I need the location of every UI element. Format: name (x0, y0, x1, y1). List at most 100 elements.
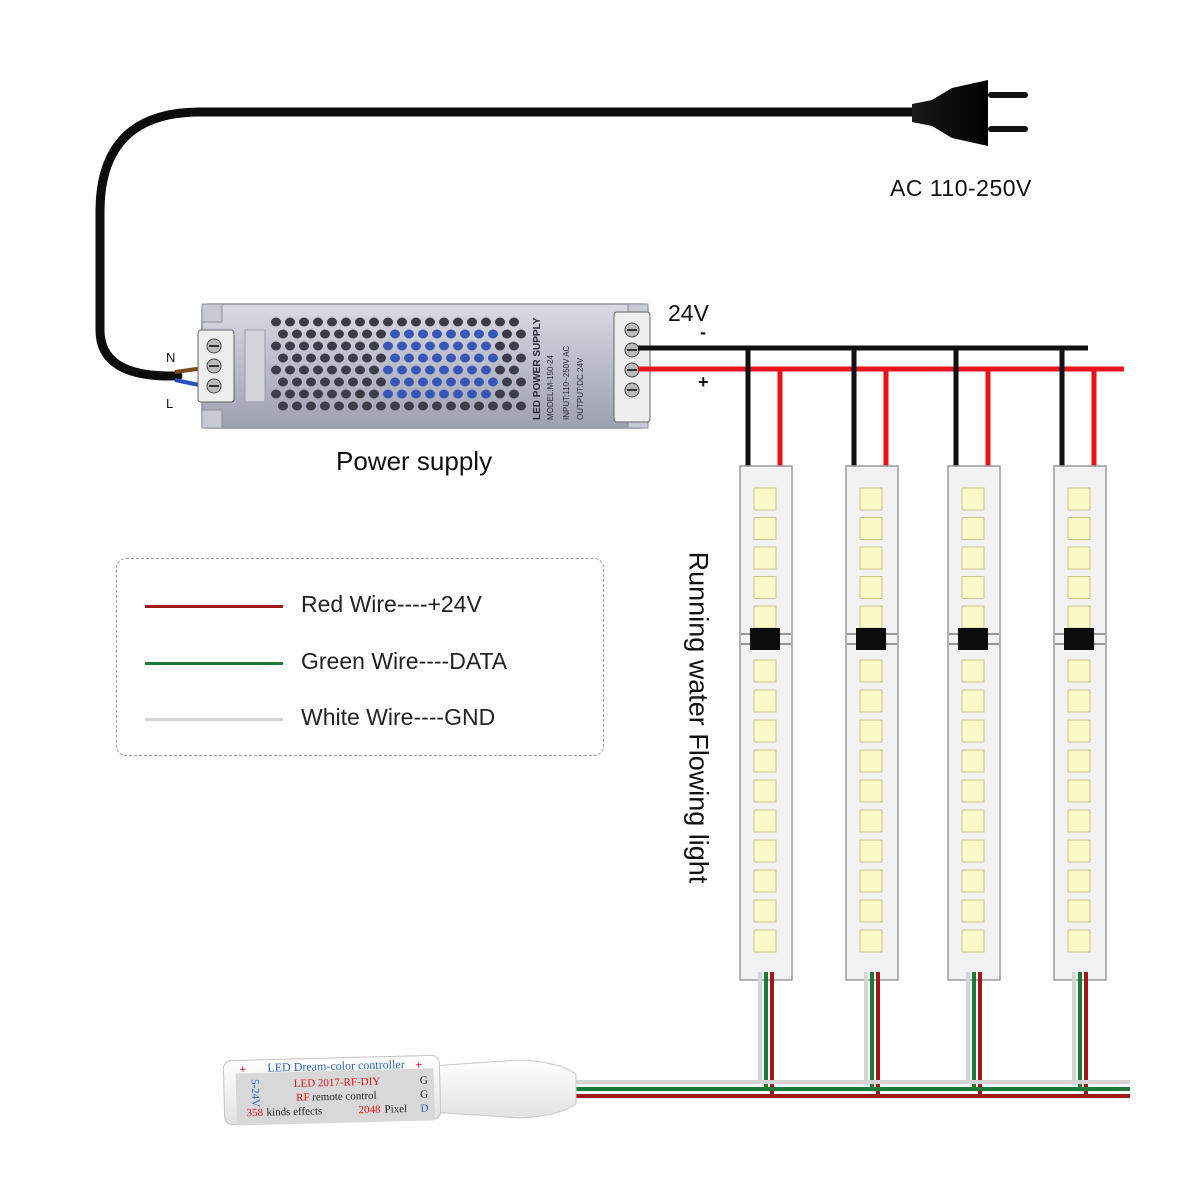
led-chip (961, 689, 985, 713)
led-chip (859, 576, 883, 599)
vent-hole (299, 341, 309, 351)
vent-hole (397, 317, 407, 327)
vent-hole (404, 401, 414, 411)
vent-hole (390, 401, 400, 411)
legend-row-red: Red Wire----+24V (145, 591, 585, 621)
vent-hole (460, 377, 470, 387)
controller-effects-text: kinds effects (266, 1105, 322, 1118)
led-chip (961, 719, 985, 743)
output-plus-label: + (698, 372, 709, 392)
led-chip (961, 546, 985, 570)
vent-hole (481, 365, 491, 375)
vent-hole (306, 353, 316, 363)
vent-hole (327, 365, 337, 375)
led-chip (1067, 576, 1091, 599)
led-chip (753, 487, 777, 511)
vent-hole (446, 401, 456, 411)
led-chip (753, 779, 777, 803)
vent-hole (495, 317, 505, 327)
vent-hole (411, 341, 421, 351)
vent-hole (495, 365, 505, 375)
vent-hole (383, 341, 393, 351)
controller-title: LED Dream-color controller (267, 1057, 405, 1075)
psu-input-terminal (197, 329, 235, 403)
vent-hole (467, 365, 477, 375)
svg-text:MODEL:M-150-24: MODEL:M-150-24 (546, 355, 555, 420)
vent-hole (509, 389, 519, 399)
vent-hole (327, 317, 337, 327)
led-chip (753, 809, 777, 833)
vent-hole (341, 341, 351, 351)
vent-hole (516, 401, 526, 411)
vent-hole (341, 389, 351, 399)
svg-text:OUTPUT:DC 24V: OUTPUT:DC 24V (576, 357, 585, 420)
vent-hole (285, 317, 295, 327)
controller-voltage: 5-24V (249, 1079, 262, 1107)
psu-vent-grid (271, 317, 526, 411)
vent-hole (292, 377, 302, 387)
led-chip (859, 869, 883, 893)
led-chip (859, 546, 883, 570)
controller-bus-wires (570, 1080, 1130, 1098)
vent-hole (432, 401, 442, 411)
vent-hole (334, 353, 344, 363)
vent-hole (481, 389, 491, 399)
led-chip (1067, 749, 1091, 773)
vent-hole (383, 389, 393, 399)
vent-hole (348, 329, 358, 339)
led-chip (961, 576, 985, 599)
led-chip (961, 659, 985, 683)
vent-hole (404, 377, 414, 387)
vent-hole (390, 377, 400, 387)
led-chip (961, 605, 985, 629)
controller-pixel-text: Pixel (384, 1103, 407, 1116)
led-strip-4 (1053, 348, 1107, 1096)
vent-hole (278, 401, 288, 411)
psu-input-n-label: N (166, 350, 176, 365)
vent-hole (439, 341, 449, 351)
led-chip (859, 809, 883, 833)
vent-hole (376, 401, 386, 411)
vent-hole (467, 341, 477, 351)
controller-plus-right: + (415, 1058, 422, 1072)
vent-hole (327, 341, 337, 351)
vent-hole (439, 389, 449, 399)
led-chip (753, 899, 777, 923)
ic-chip (958, 628, 988, 650)
ac-cable (95, 107, 920, 381)
output-minus-label: - (700, 322, 706, 342)
vent-hole (278, 329, 288, 339)
led-chip (1067, 487, 1091, 511)
vent-hole (474, 329, 484, 339)
led-chip (961, 779, 985, 803)
vent-hole (509, 365, 519, 375)
vent-hole (348, 401, 358, 411)
led-chip (961, 929, 985, 953)
led-strips (739, 348, 1107, 1096)
vent-hole (502, 401, 512, 411)
vent-hole (362, 353, 372, 363)
vent-hole (425, 317, 435, 327)
led-chip (753, 689, 777, 713)
vent-hole (292, 353, 302, 363)
vent-hole (313, 317, 323, 327)
vent-hole (306, 329, 316, 339)
led-chip (859, 605, 883, 629)
led-chip (859, 689, 883, 713)
led-chip (859, 487, 883, 511)
ic-chip (750, 628, 780, 650)
vent-hole (320, 401, 330, 411)
controller-pin-g2: G (420, 1088, 428, 1100)
power-supply: LED POWER SUPPLY MODEL:M-150-24 INPUT:11… (197, 303, 651, 429)
vent-hole (278, 377, 288, 387)
vent-hole (418, 329, 428, 339)
vent-hole (362, 329, 372, 339)
vent-hole (439, 317, 449, 327)
vent-hole (432, 329, 442, 339)
vent-hole (404, 353, 414, 363)
vent-hole (432, 353, 442, 363)
vent-hole (488, 329, 498, 339)
led-chip (859, 517, 883, 540)
led-strip-3 (947, 348, 1001, 1096)
